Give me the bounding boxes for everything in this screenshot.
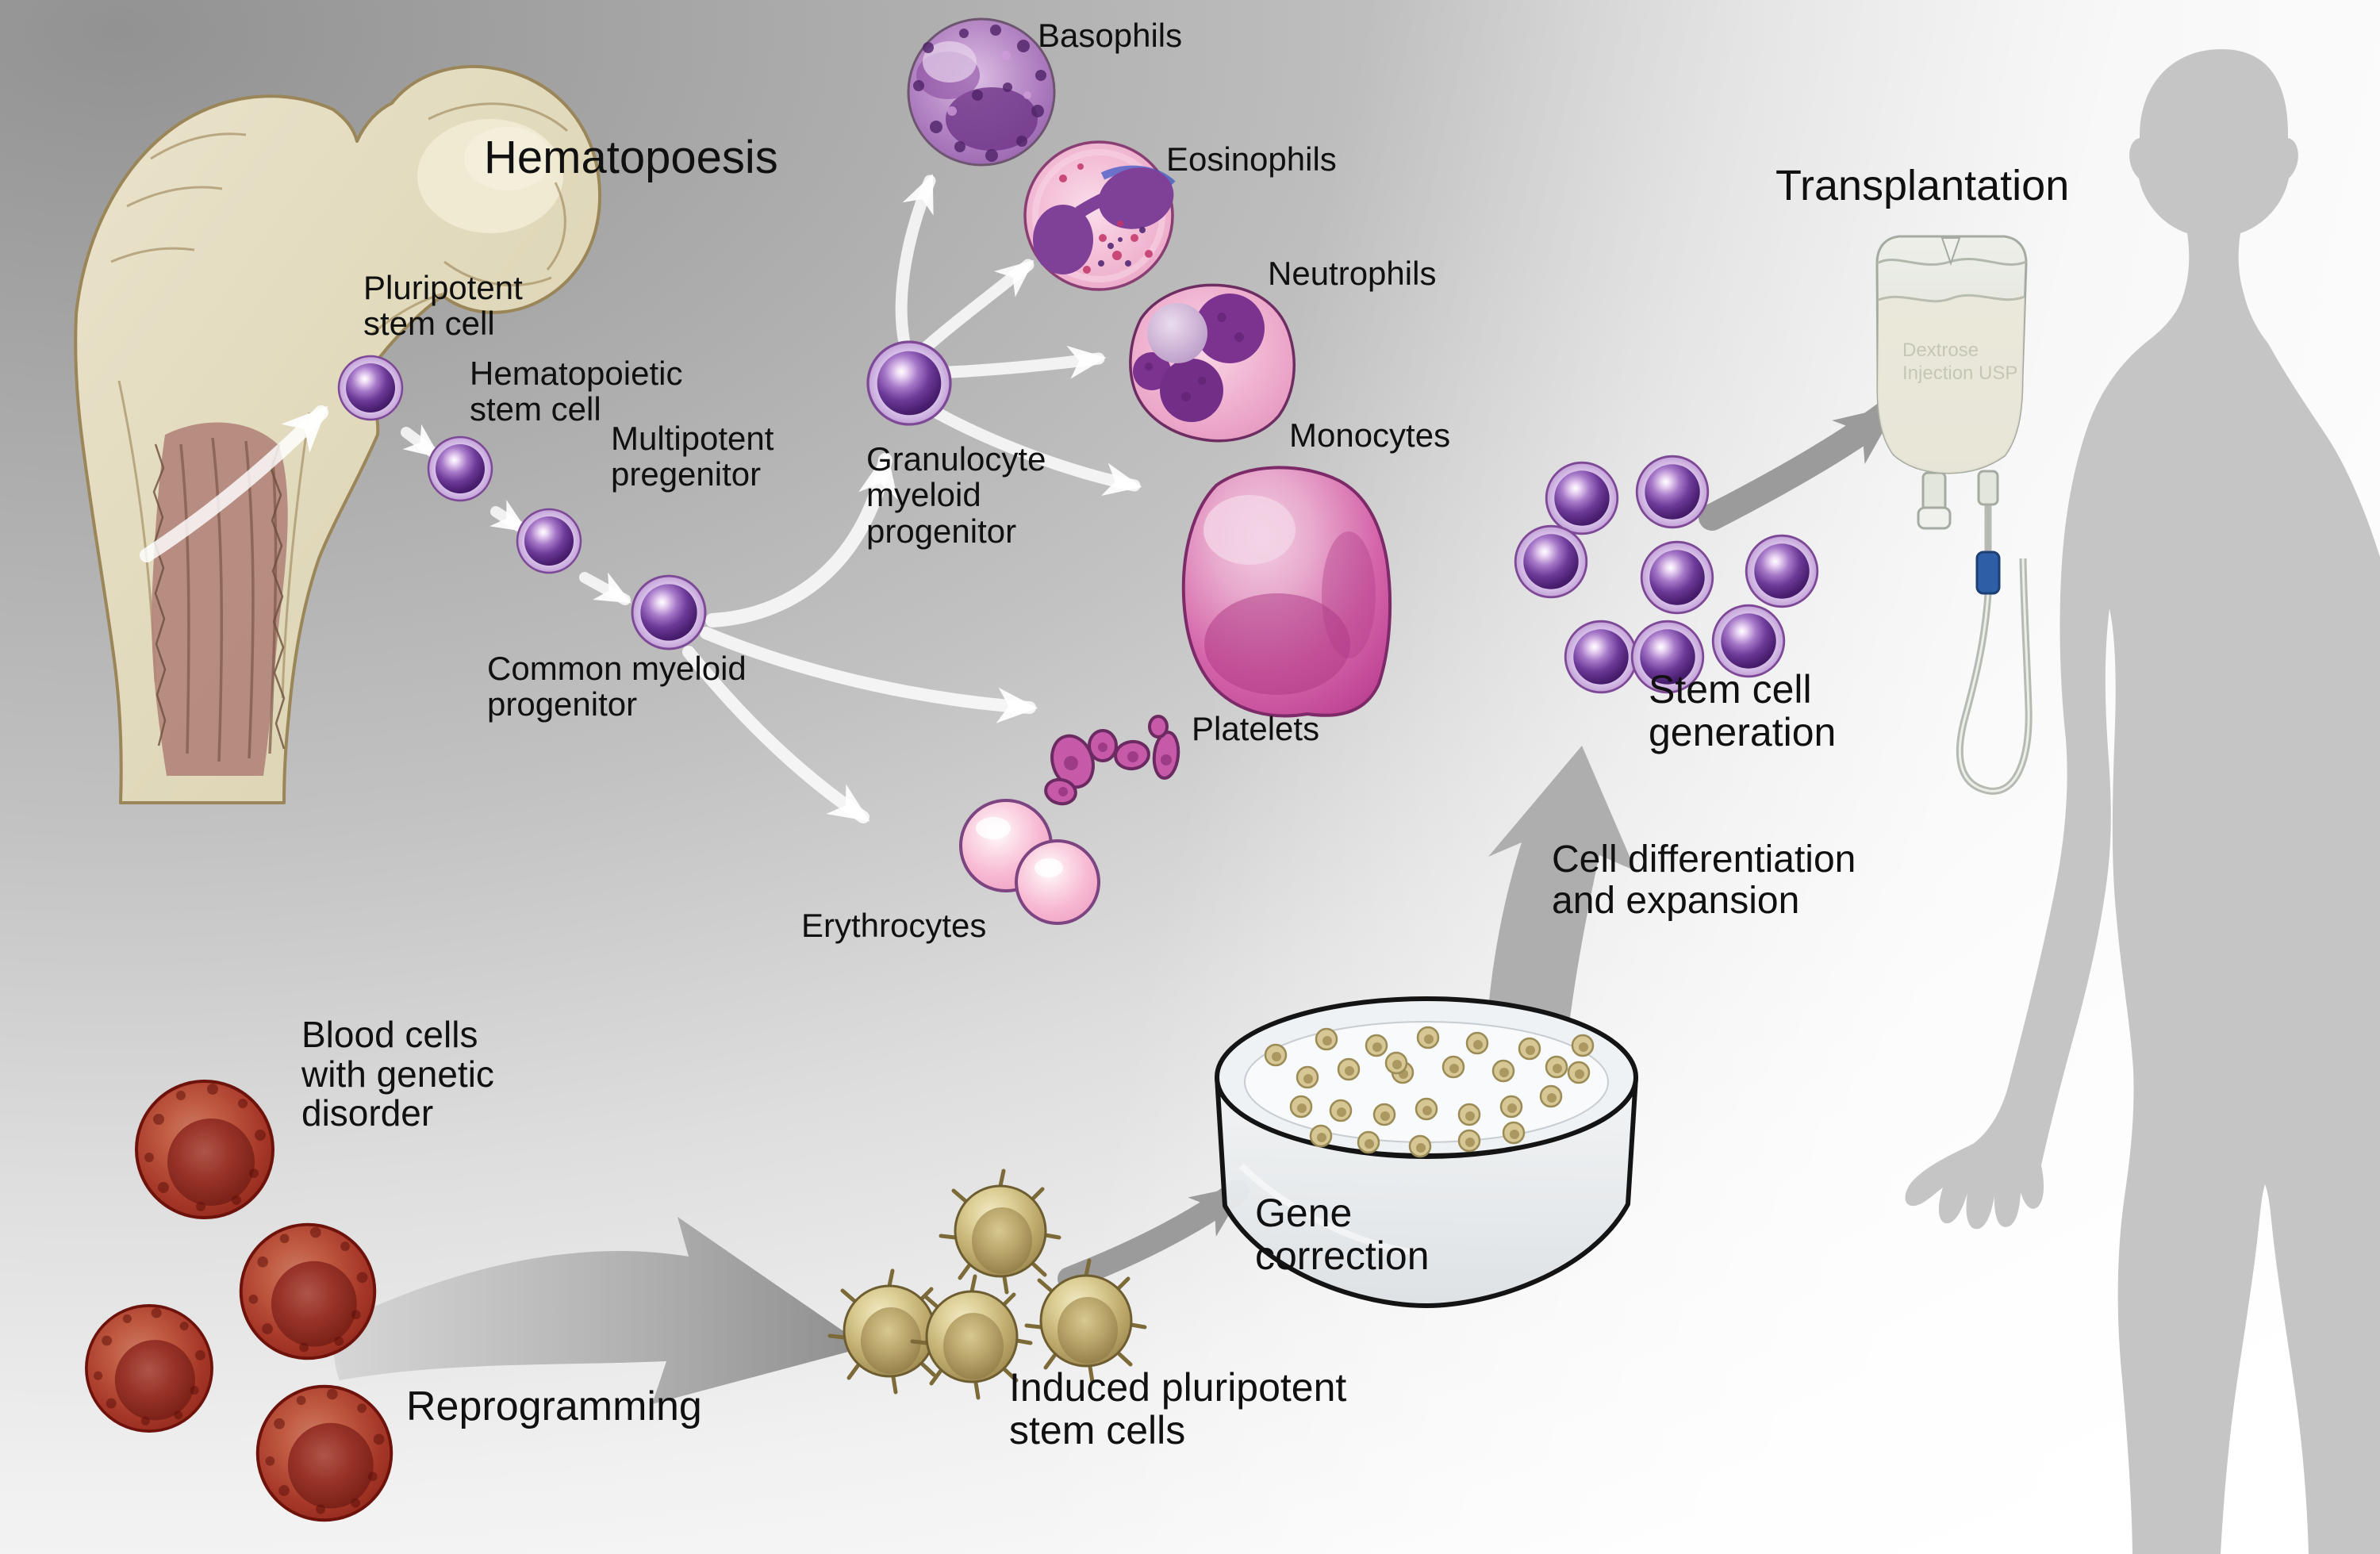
label-neutrophils: Neutrophils: [1268, 255, 1437, 292]
gene-correction-arrow: [1058, 1180, 1250, 1291]
human-silhouette: [1905, 49, 2380, 1554]
label-monocytes: Monocytes: [1289, 416, 1451, 454]
monocyte-cell: [1181, 466, 1392, 718]
label-platelets: Platelets: [1192, 710, 1320, 747]
platelets-cluster: [1044, 715, 1180, 806]
arrow-stage-3: [579, 572, 631, 605]
label-common-myeloid-progenitor: Common myeloid progenitor: [487, 650, 747, 723]
label-transplantation: Transplantation: [1775, 162, 2070, 209]
label-cell-differentiation-expansion: Cell differentiation and expansion: [1552, 838, 1856, 922]
arrow-to-platelets: [700, 627, 1038, 723]
ips-cells: [830, 1171, 1145, 1398]
label-hematopoietic-stem-cell: Hematopoietic stem cell: [470, 355, 683, 428]
label-pluripotent-stem-cell: Pluripotent stem cell: [363, 269, 523, 343]
cell-differentiation-arrow: [1485, 746, 1636, 1069]
label-reprogramming: Reprogramming: [406, 1383, 702, 1429]
arrow-bone-to-stem-cell: [140, 405, 328, 562]
arrow-to-basophils: [895, 174, 936, 349]
label-erythrocytes: Erythrocytes: [801, 907, 987, 944]
iv-bag-hanger-hole: [1940, 237, 1961, 267]
arrow-to-eosinophils: [912, 259, 1035, 360]
neutrophil-cell: [1129, 283, 1296, 443]
arrow-to-erythrocytes: [682, 646, 870, 823]
label-eosinophils: Eosinophils: [1166, 140, 1337, 178]
petri-dish-icon: [1215, 996, 1638, 1308]
arrow-to-neutrophils: [923, 345, 1107, 379]
basophil-cell: [907, 17, 1056, 167]
label-stem-cell-generation: Stem cell generation: [1649, 667, 1837, 754]
label-gene-correction: Gene correction: [1255, 1191, 1430, 1278]
hematopoiesis-arrows: [140, 174, 1142, 823]
reprogramming-arrow: [333, 1217, 866, 1404]
arrow-stage-2: [489, 500, 528, 534]
diseased-blood-cells: [85, 1080, 393, 1522]
label-basophils: Basophils: [1038, 17, 1183, 54]
pluripotent-stem-cell-icon: [337, 355, 404, 421]
arrow-stage-1: [401, 424, 441, 459]
arrow-to-monocytes: [919, 400, 1142, 496]
label-induced-pluripotent-stem-cells: Induced pluripotent stem cells: [1009, 1365, 1347, 1452]
page-title: Hematopoesis: [484, 132, 778, 183]
erythrocyte-cells: [959, 799, 1100, 925]
eosinophil-cell: [1023, 140, 1176, 291]
common-myeloid-progenitor-icon: [631, 574, 707, 650]
femur-bone-illustration: [74, 64, 602, 804]
multipotent-pregenitor-icon: [516, 508, 582, 574]
iv-bag-icon: [1875, 235, 2033, 795]
label-blood-cells-genetic-disorder: Blood cells with genetic disorder: [301, 1014, 494, 1134]
label-multipotent-pregenitor: Multipotent pregenitor: [611, 420, 774, 493]
transplantation-arrow: [1699, 399, 1902, 531]
hematopoietic-stem-cell-icon: [427, 436, 493, 502]
iv-tube-clamp: [1975, 551, 2001, 595]
arrow-to-granulocyte-progenitor: [705, 451, 898, 627]
label-granulocyte-myeloid-progenitor: Granulocyte myeloid progenitor: [866, 440, 1046, 550]
granulocyte-myeloid-progenitor-icon: [866, 340, 952, 426]
iv-bag-print-text: Dextrose Injection USP: [1902, 340, 2018, 384]
